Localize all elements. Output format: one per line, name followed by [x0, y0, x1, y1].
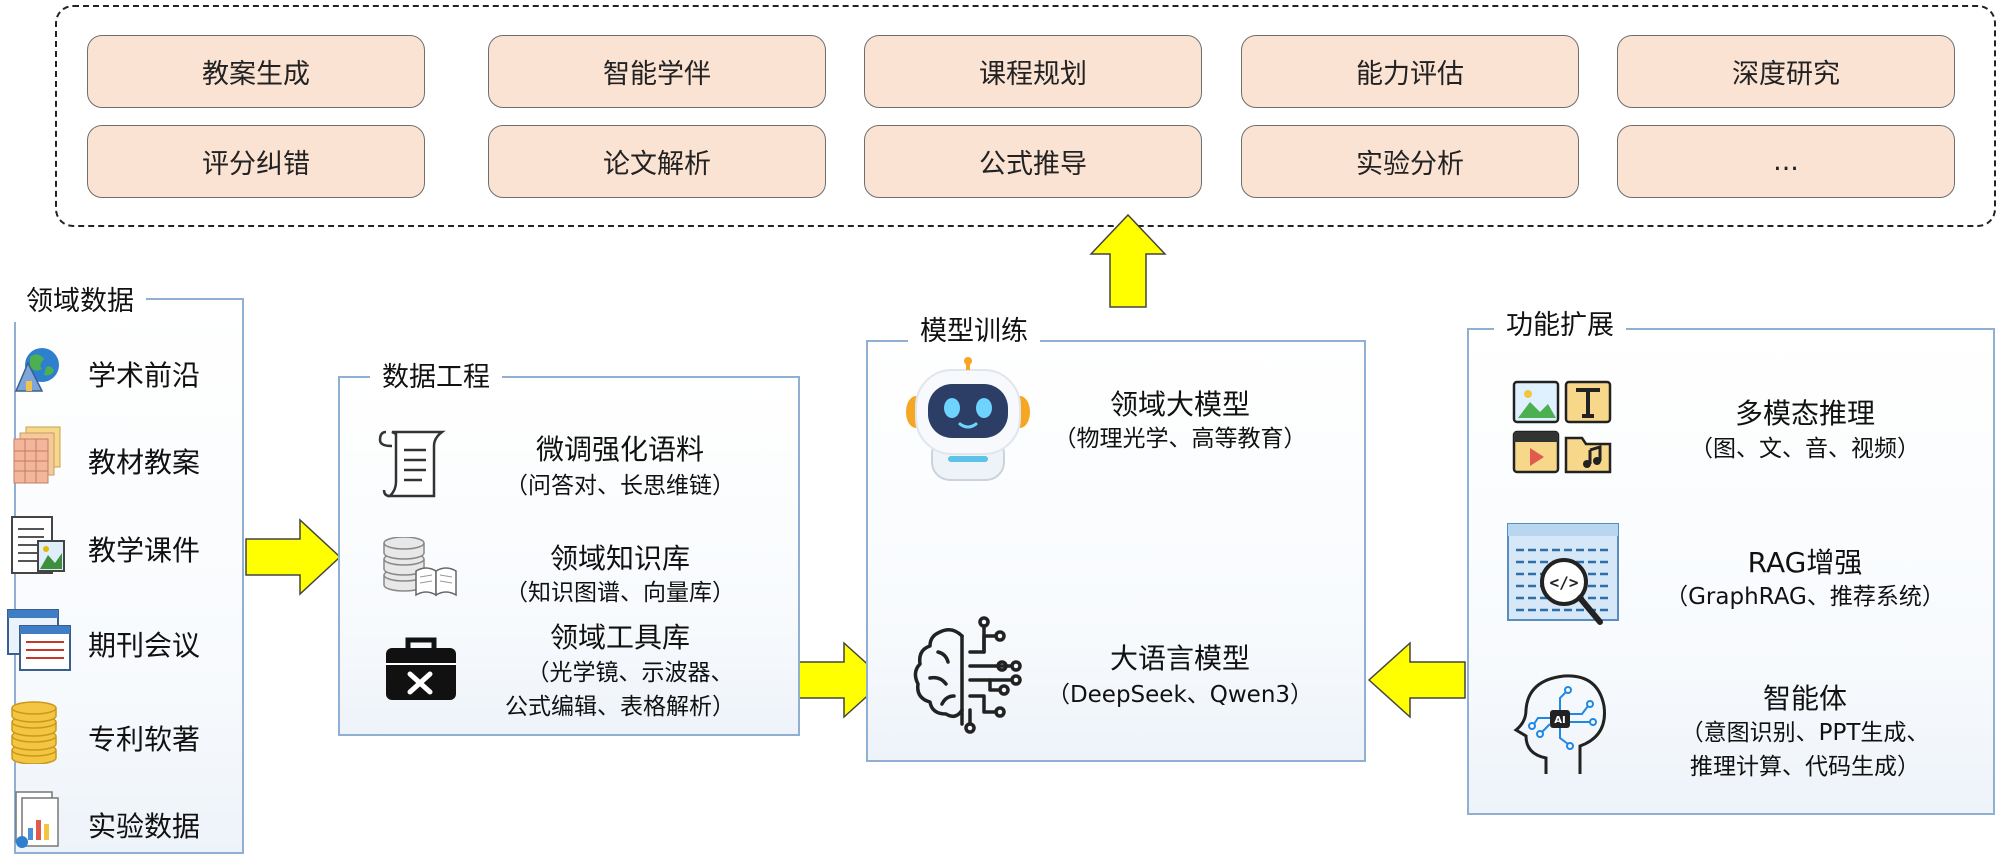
llm-title: 大语言模型: [1109, 642, 1250, 675]
toolkit-subtitle-line2: 公式编辑、表格解析）: [505, 694, 735, 720]
multimodal-subtitle: （图、文、音、视频）: [1690, 436, 1920, 462]
svg-text:</>: </>: [1550, 573, 1579, 592]
domain-data-item-patents: 专利软著: [88, 723, 201, 756]
toolkit-title: 领域工具库: [549, 621, 690, 654]
database-icon: [11, 701, 57, 764]
app-paper-analysis-button[interactable]: 论文解析: [488, 125, 826, 198]
courseware-document-icon: [11, 516, 65, 574]
app-study-companion-button[interactable]: 智能学伴: [488, 35, 826, 108]
corpus-title: 微调强化语料: [535, 433, 704, 466]
scroll-document-icon: [378, 430, 446, 498]
domain-model-subtitle: （物理光学、高等教育）: [1053, 426, 1307, 452]
domain-data-item-experiment-data: 实验数据: [88, 810, 201, 843]
data-engineering-title: 数据工程: [370, 358, 502, 398]
app-lesson-plan-button[interactable]: 教案生成: [87, 35, 425, 108]
agent-subtitle-line2: 推理计算、代码生成）: [1690, 754, 1920, 780]
toolbox-icon: [386, 637, 456, 700]
toolkit-subtitle-line1: （光学镜、示波器、: [526, 660, 734, 686]
agent-title: 智能体: [1762, 682, 1847, 715]
knowledge-base-title: 领域知识库: [549, 542, 690, 575]
app-grading-button[interactable]: 评分纠错: [87, 125, 425, 198]
domain-data-title: 领域数据: [14, 282, 146, 322]
app-formula-derivation-button[interactable]: 公式推导: [864, 125, 1202, 198]
rag-search-code-icon: </>: [1507, 523, 1619, 625]
calendar-window-icon: [7, 609, 71, 671]
robot-icon: [906, 357, 1030, 481]
multimodal-icon: [1512, 380, 1612, 474]
app-deep-research-button[interactable]: 深度研究: [1617, 35, 1955, 108]
corpus-subtitle: （问答对、长思维链）: [505, 473, 735, 499]
llm-subtitle: （DeepSeek、Qwen3）: [1046, 682, 1314, 708]
extensions-title: 功能扩展: [1494, 306, 1626, 346]
agent-subtitle-line1: （意图识别、PPT生成、: [1680, 720, 1930, 746]
domain-data-item-journals: 期刊会议: [88, 629, 201, 662]
chart-document-icon: [15, 791, 59, 848]
domain-model-title: 领域大模型: [1109, 388, 1250, 421]
rag-title: RAG增强: [1747, 546, 1863, 579]
arrow-right-data-to-engineering: [245, 518, 342, 596]
app-experiment-analysis-button[interactable]: 实验分析: [1241, 125, 1579, 198]
app-ability-assessment-button[interactable]: 能力评估: [1241, 35, 1579, 108]
spreadsheet-icon: [13, 426, 61, 484]
brain-circuit-icon: [913, 616, 1022, 734]
app-more-button[interactable]: ...: [1617, 125, 1955, 198]
domain-data-item-frontier: 学术前沿: [88, 359, 201, 392]
model-training-title: 模型训练: [908, 312, 1040, 352]
applications-frame: [55, 5, 1996, 227]
knowledge-base-subtitle: （知识图谱、向量库）: [505, 580, 735, 606]
app-course-planning-button[interactable]: 课程规划: [864, 35, 1202, 108]
globe-icon: [14, 348, 59, 392]
domain-data-item-courseware: 教学课件: [88, 534, 201, 567]
domain-data-item-textbooks: 教材教案: [88, 446, 201, 479]
arrow-left-extensions-to-training: [1367, 641, 1466, 719]
svg-text:AI: AI: [1554, 715, 1565, 726]
knowledge-base-icon: [383, 537, 457, 597]
arrow-up-to-applications: [1089, 213, 1167, 308]
multimodal-title: 多模态推理: [1734, 397, 1875, 430]
ai-head-icon: AI: [1513, 674, 1606, 774]
rag-subtitle: （GraphRAG、推荐系统）: [1665, 584, 1945, 610]
